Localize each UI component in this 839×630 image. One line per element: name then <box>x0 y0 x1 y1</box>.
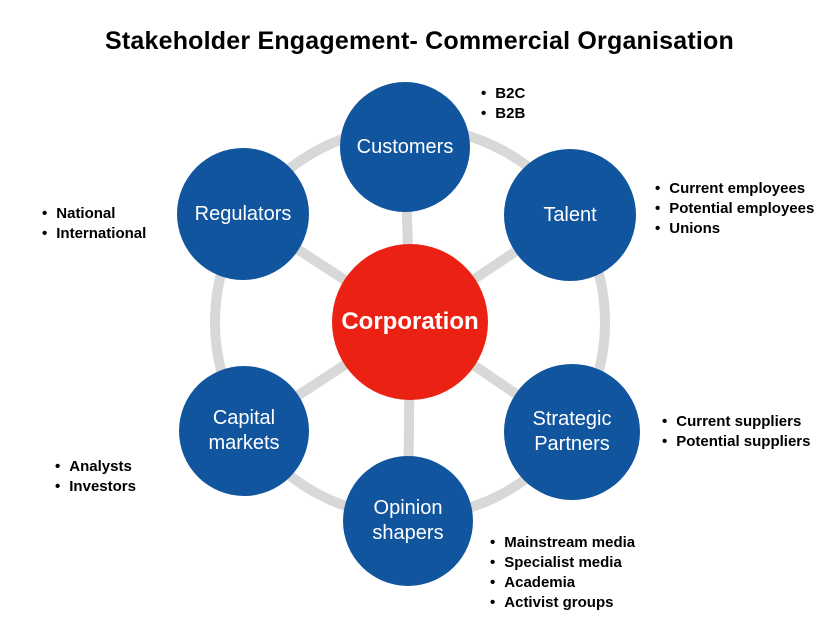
node-corporation: Corporation <box>332 244 488 400</box>
bullet-dot: • <box>481 85 487 102</box>
bullet-text: B2C <box>495 85 526 102</box>
bullet-text: Unions <box>669 220 721 237</box>
bullet-text: B2B <box>495 105 526 122</box>
bullet-dot: • <box>55 478 61 495</box>
bullet-dot: • <box>662 433 668 450</box>
bullet-dot: • <box>481 105 487 122</box>
bullet-text: Specialist media <box>504 554 622 571</box>
bullet-list-strategic-partners: • Current suppliers • Potential suppliers <box>662 412 810 452</box>
node-capital-markets: Capital markets <box>179 366 309 496</box>
bullet-item: • National <box>42 204 146 224</box>
bullet-item: • B2C <box>481 84 525 104</box>
bullet-text: Activist groups <box>504 594 614 611</box>
bullet-item: • Potential employees <box>655 199 814 219</box>
node-label-regulators: Regulators <box>194 202 292 225</box>
bullet-dot: • <box>490 554 496 571</box>
bullet-dot: • <box>655 220 661 237</box>
bullet-list-capital-markets: • Analysts • Investors <box>55 457 136 497</box>
node-label-talent: Talent <box>543 203 597 226</box>
bullet-item: • Mainstream media <box>490 533 635 553</box>
node-label-customers: Customers <box>356 135 454 158</box>
node-label-corporation: Corporation <box>341 308 479 335</box>
bullet-dot: • <box>55 458 61 475</box>
node-label-capital-markets: Capital markets <box>208 407 280 454</box>
bullet-text: Academia <box>504 574 576 591</box>
bullet-list-opinion-shapers: • Mainstream media • Specialist media • Acade… <box>490 533 635 613</box>
bullet-dot: • <box>490 534 496 551</box>
bullet-text: Investors <box>69 478 136 495</box>
bullet-list-regulators: • National • International <box>42 204 146 244</box>
bullet-dot: • <box>490 594 496 611</box>
bullet-dot: • <box>655 200 661 217</box>
bullet-list-talent: • Current employees • Potential employees • U… <box>655 179 814 239</box>
bullet-text: Mainstream media <box>504 534 636 551</box>
bullet-dot: • <box>655 180 661 197</box>
bullet-text: International <box>56 225 147 242</box>
node-label-opinion-shapers: Opinion shapers <box>372 497 444 544</box>
bullet-text: Analysts <box>69 458 132 475</box>
bullet-item: • B2B <box>481 104 525 124</box>
node-label-strategic-partners: Strategic Partners <box>532 408 612 455</box>
slide-title: Stakeholder Engagement- Commercial Organ… <box>105 27 734 55</box>
bullet-text: Current suppliers <box>676 413 802 430</box>
bullet-text: National <box>56 205 116 222</box>
bullet-item: • International <box>42 224 146 244</box>
bullet-dot: • <box>662 413 668 430</box>
bullet-text: Potential suppliers <box>676 433 811 450</box>
node-talent: Talent <box>504 149 636 281</box>
bullet-dot: • <box>42 205 48 222</box>
bullet-item: • Current employees <box>655 179 814 199</box>
bullet-item: • Analysts <box>55 457 136 477</box>
bullet-text: Potential employees <box>669 200 815 217</box>
bullet-item: • Academia <box>490 573 635 593</box>
bullet-item: • Specialist media <box>490 553 635 573</box>
bullet-item: • Current suppliers <box>662 412 810 432</box>
bullet-text: Current employees <box>669 180 806 197</box>
bullet-item: • Activist groups <box>490 593 635 613</box>
bullet-dot: • <box>490 574 496 591</box>
bullet-list-customers: • B2C • B2B <box>481 84 525 124</box>
node-customers: Customers <box>340 82 470 212</box>
node-regulators: Regulators <box>177 148 309 280</box>
bullet-item: • Investors <box>55 477 136 497</box>
bullet-dot: • <box>42 225 48 242</box>
node-strategic-partners: Strategic Partners <box>504 364 640 500</box>
node-opinion-shapers: Opinion shapers <box>343 456 473 586</box>
bullet-item: • Unions <box>655 219 814 239</box>
bullet-item: • Potential suppliers <box>662 432 810 452</box>
